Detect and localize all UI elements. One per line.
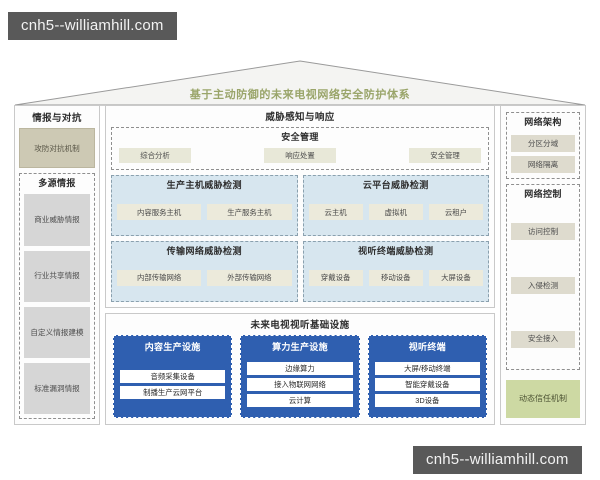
network-control-list: 访问控制 入侵检测 安全接入	[511, 203, 575, 364]
diagram-title: 基于主动防御的未来电视网络安全防护体系	[189, 89, 411, 101]
detection-box-av-terminal: 视听终端威胁检测 穿戴设备 移动设备 大屏设备	[302, 241, 489, 302]
list-item[interactable]: 移动设备	[368, 270, 423, 287]
list-item[interactable]: 分区分域	[511, 134, 575, 152]
network-control-header: 网络控制	[524, 188, 562, 199]
list-item[interactable]: 内容服务主机	[117, 204, 202, 221]
list-item[interactable]: 制播生产云网平台	[120, 385, 226, 399]
right-column: 网络架构 分区分域 网络隔离 网络控制 访问控制 入侵检测 安全接入 动态信任机…	[500, 105, 586, 425]
list-item[interactable]: 大屏设备	[428, 270, 484, 287]
list-item[interactable]: 智能穿戴设备	[374, 377, 480, 391]
list-item[interactable]: 外部传输网络	[207, 270, 292, 287]
list-item[interactable]: 3D设备	[374, 393, 480, 407]
list-item[interactable]: 网络隔离	[511, 155, 575, 173]
detection-box-transmission-network: 传输网络威胁检测 内部传输网络 外部传输网络	[111, 241, 298, 302]
chip-response-disposal[interactable]: 响应处置	[264, 148, 336, 164]
network-panel: 网络架构 分区分域 网络隔离 网络控制 访问控制 入侵检测 安全接入 动态信任机…	[500, 105, 586, 425]
list-item[interactable]: 云计算	[247, 393, 353, 407]
watermark-bottom: cnh5--williamhill.com	[413, 446, 582, 474]
detection-box-items: 内部传输网络 外部传输网络	[117, 260, 292, 296]
list-item[interactable]: 生产服务主机	[207, 204, 292, 221]
infrastructure-header: 未来电视视听基础设施	[250, 320, 350, 331]
infra-box-av-terminal: 视听终端 大屏/移动终端 智能穿戴设备 3D设备	[367, 335, 487, 418]
list-item[interactable]: 入侵检测	[511, 276, 575, 294]
list-item[interactable]: 边缘算力	[247, 361, 353, 375]
watermark-top: cnh5--williamhill.com	[8, 12, 177, 40]
threat-perception-panel: 威胁感知与响应 安全管理 综合分析 响应处置 安全管理 生产主机威胁检测 内容服…	[105, 105, 495, 308]
security-management-group: 安全管理 综合分析 响应处置 安全管理	[111, 127, 489, 171]
detection-box-items: 云主机 虚拟机 云租户	[308, 194, 484, 230]
list-item[interactable]: 标准漏洞情报	[24, 362, 90, 415]
detection-box-production-host: 生产主机威胁检测 内容服务主机 生产服务主机	[111, 175, 298, 237]
detection-box-title: 传输网络威胁检测	[166, 246, 242, 257]
intel-panel-header: 情报与对抗	[32, 113, 82, 124]
list-item[interactable]: 安全接入	[511, 330, 575, 348]
infra-box-title: 内容生产设施	[144, 342, 201, 353]
detection-box-title: 生产主机威胁检测	[166, 180, 242, 191]
network-control-group: 网络控制 访问控制 入侵检测 安全接入	[506, 183, 580, 370]
infrastructure-row: 内容生产设施 音频采集设备 制播生产云网平台 算力生产设施 边缘算力 接入物联网…	[111, 335, 489, 418]
diagram-body: 情报与对抗 攻防对抗机制 多源情报 商业威胁情报 行业共享情报 自定义情报建模 …	[14, 105, 586, 425]
infra-box-computing-production: 算力生产设施 边缘算力 接入物联网网络 云计算	[240, 335, 360, 418]
chip-comprehensive-analysis[interactable]: 综合分析	[119, 148, 191, 164]
chip-offense-defense-mechanism[interactable]: 攻防对抗机制	[19, 128, 95, 169]
chip-security-management[interactable]: 安全管理	[409, 148, 481, 164]
detection-box-title: 云平台威胁检测	[362, 180, 429, 191]
detection-box-items: 内容服务主机 生产服务主机	[117, 194, 292, 230]
detection-grid: 生产主机威胁检测 内容服务主机 生产服务主机 云平台威胁检测 云主机 虚拟机 云…	[111, 175, 489, 302]
list-item[interactable]: 内部传输网络	[117, 270, 202, 287]
multi-source-intel-list: 商业威胁情报 行业共享情报 自定义情报建模 标准漏洞情报	[24, 192, 90, 415]
chip-dynamic-trust-mechanism[interactable]: 动态信任机制	[506, 380, 580, 418]
left-column: 情报与对抗 攻防对抗机制 多源情报 商业威胁情报 行业共享情报 自定义情报建模 …	[14, 105, 100, 425]
detection-box-items: 穿戴设备 移动设备 大屏设备	[308, 260, 484, 296]
infra-box-items: 大屏/移动终端 智能穿戴设备 3D设备	[374, 357, 480, 411]
detection-box-title: 视听终端威胁检测	[358, 246, 434, 257]
list-item[interactable]: 自定义情报建模	[24, 306, 90, 358]
multi-source-intel-header: 多源情报	[38, 178, 76, 189]
security-management-header: 安全管理	[281, 132, 319, 143]
list-item[interactable]: 云租户	[428, 204, 484, 221]
list-item[interactable]: 行业共享情报	[24, 250, 90, 302]
network-architecture-group: 网络架构 分区分域 网络隔离	[506, 112, 580, 179]
list-item[interactable]: 音频采集设备	[120, 369, 226, 383]
infrastructure-panel: 未来电视视听基础设施 内容生产设施 音频采集设备 制播生产云网平台 算力生产设施…	[105, 313, 495, 425]
center-column: 威胁感知与响应 安全管理 综合分析 响应处置 安全管理 生产主机威胁检测 内容服…	[105, 105, 495, 425]
detection-box-cloud-platform: 云平台威胁检测 云主机 虚拟机 云租户	[302, 175, 489, 237]
intel-panel: 情报与对抗 攻防对抗机制 多源情报 商业威胁情报 行业共享情报 自定义情报建模 …	[14, 105, 100, 425]
infra-box-title: 视听终端	[408, 342, 446, 353]
infra-box-items: 音频采集设备 制播生产云网平台	[120, 357, 226, 411]
threat-perception-header: 威胁感知与响应	[265, 112, 335, 123]
multi-source-intel-group: 多源情报 商业威胁情报 行业共享情报 自定义情报建模 标准漏洞情报	[19, 173, 95, 419]
security-management-items: 综合分析 响应处置 安全管理	[119, 148, 481, 164]
list-item[interactable]: 大屏/移动终端	[374, 361, 480, 375]
list-item[interactable]: 访问控制	[511, 223, 575, 241]
infra-box-items: 边缘算力 接入物联网网络 云计算	[247, 357, 353, 411]
diagram-roof: 基于主动防御的未来电视网络安全防护体系	[14, 60, 586, 106]
infra-box-content-production: 内容生产设施 音频采集设备 制播生产云网平台	[113, 335, 233, 418]
list-item[interactable]: 接入物联网网络	[247, 377, 353, 391]
list-item[interactable]: 穿戴设备	[308, 270, 363, 287]
list-item[interactable]: 商业威胁情报	[24, 194, 90, 246]
list-item[interactable]: 云主机	[308, 204, 363, 221]
list-item[interactable]: 虚拟机	[368, 204, 423, 221]
network-architecture-header: 网络架构	[524, 117, 562, 127]
infra-box-title: 算力生产设施	[272, 342, 328, 353]
